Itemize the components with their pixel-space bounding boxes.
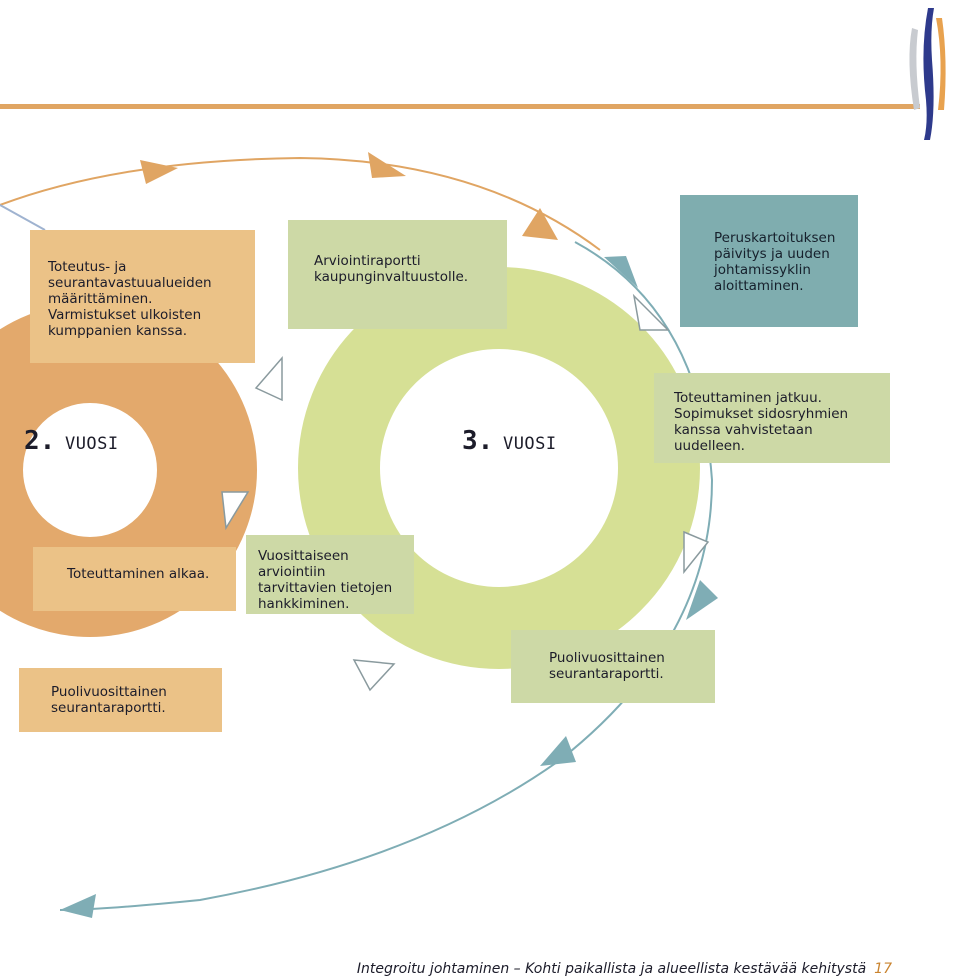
year2-label: 2. VUOSI <box>24 426 119 456</box>
arrow-marker <box>683 530 710 575</box>
arrow-marker <box>254 355 283 402</box>
page-number: 17 <box>874 961 892 977</box>
arrowhead <box>60 894 96 918</box>
arrowhead <box>522 208 558 240</box>
box-alkaa: Toteuttaminen alkaa. <box>33 547 236 611</box>
arrowhead <box>540 736 576 766</box>
arrow-marker <box>352 659 396 692</box>
arrowhead <box>140 160 178 184</box>
year3-number: 3. <box>462 426 494 456</box>
year2-number: 2. <box>24 426 56 456</box>
arrowhead <box>368 152 406 178</box>
arrowhead <box>686 580 718 620</box>
year3-word: VUOSI <box>502 434 557 454</box>
year2-word: VUOSI <box>64 434 119 454</box>
header-rule <box>0 104 920 109</box>
footer: Integroitu johtaminen – Kohti paikallist… <box>357 961 892 977</box>
box-arviointiraportti: Arviointiraportti kaupunginvaltuustolle. <box>288 220 507 329</box>
footer-text: Integroitu johtaminen – Kohti paikallist… <box>356 961 867 977</box>
logo-icon <box>909 8 946 140</box>
box-peruskartoitus: Peruskartoituksen päivitys ja uuden joht… <box>680 195 858 327</box>
outer-blue-arc <box>0 204 46 231</box>
outer-orange-arc <box>0 156 601 251</box>
box-puolivuosittainen-right: Puolivuosittainen seurantaraportti. <box>511 630 715 703</box>
box-jatkuu: Toteuttaminen jatkuu. Sopimukset sidosry… <box>654 373 890 463</box>
arrow-marker <box>632 293 670 331</box>
box-puolivuosittainen-left: Puolivuosittainen seurantaraportti. <box>19 668 222 732</box>
arrowhead <box>604 256 638 288</box>
box-toteutus: Toteutus- ja seurantavastuualueiden määr… <box>30 230 255 363</box>
arrow-marker <box>221 491 250 531</box>
year3-label: 3. VUOSI <box>462 426 557 456</box>
box-vuosittaiseen: Vuosittaiseen arviointiin tarvittavien t… <box>246 535 414 614</box>
